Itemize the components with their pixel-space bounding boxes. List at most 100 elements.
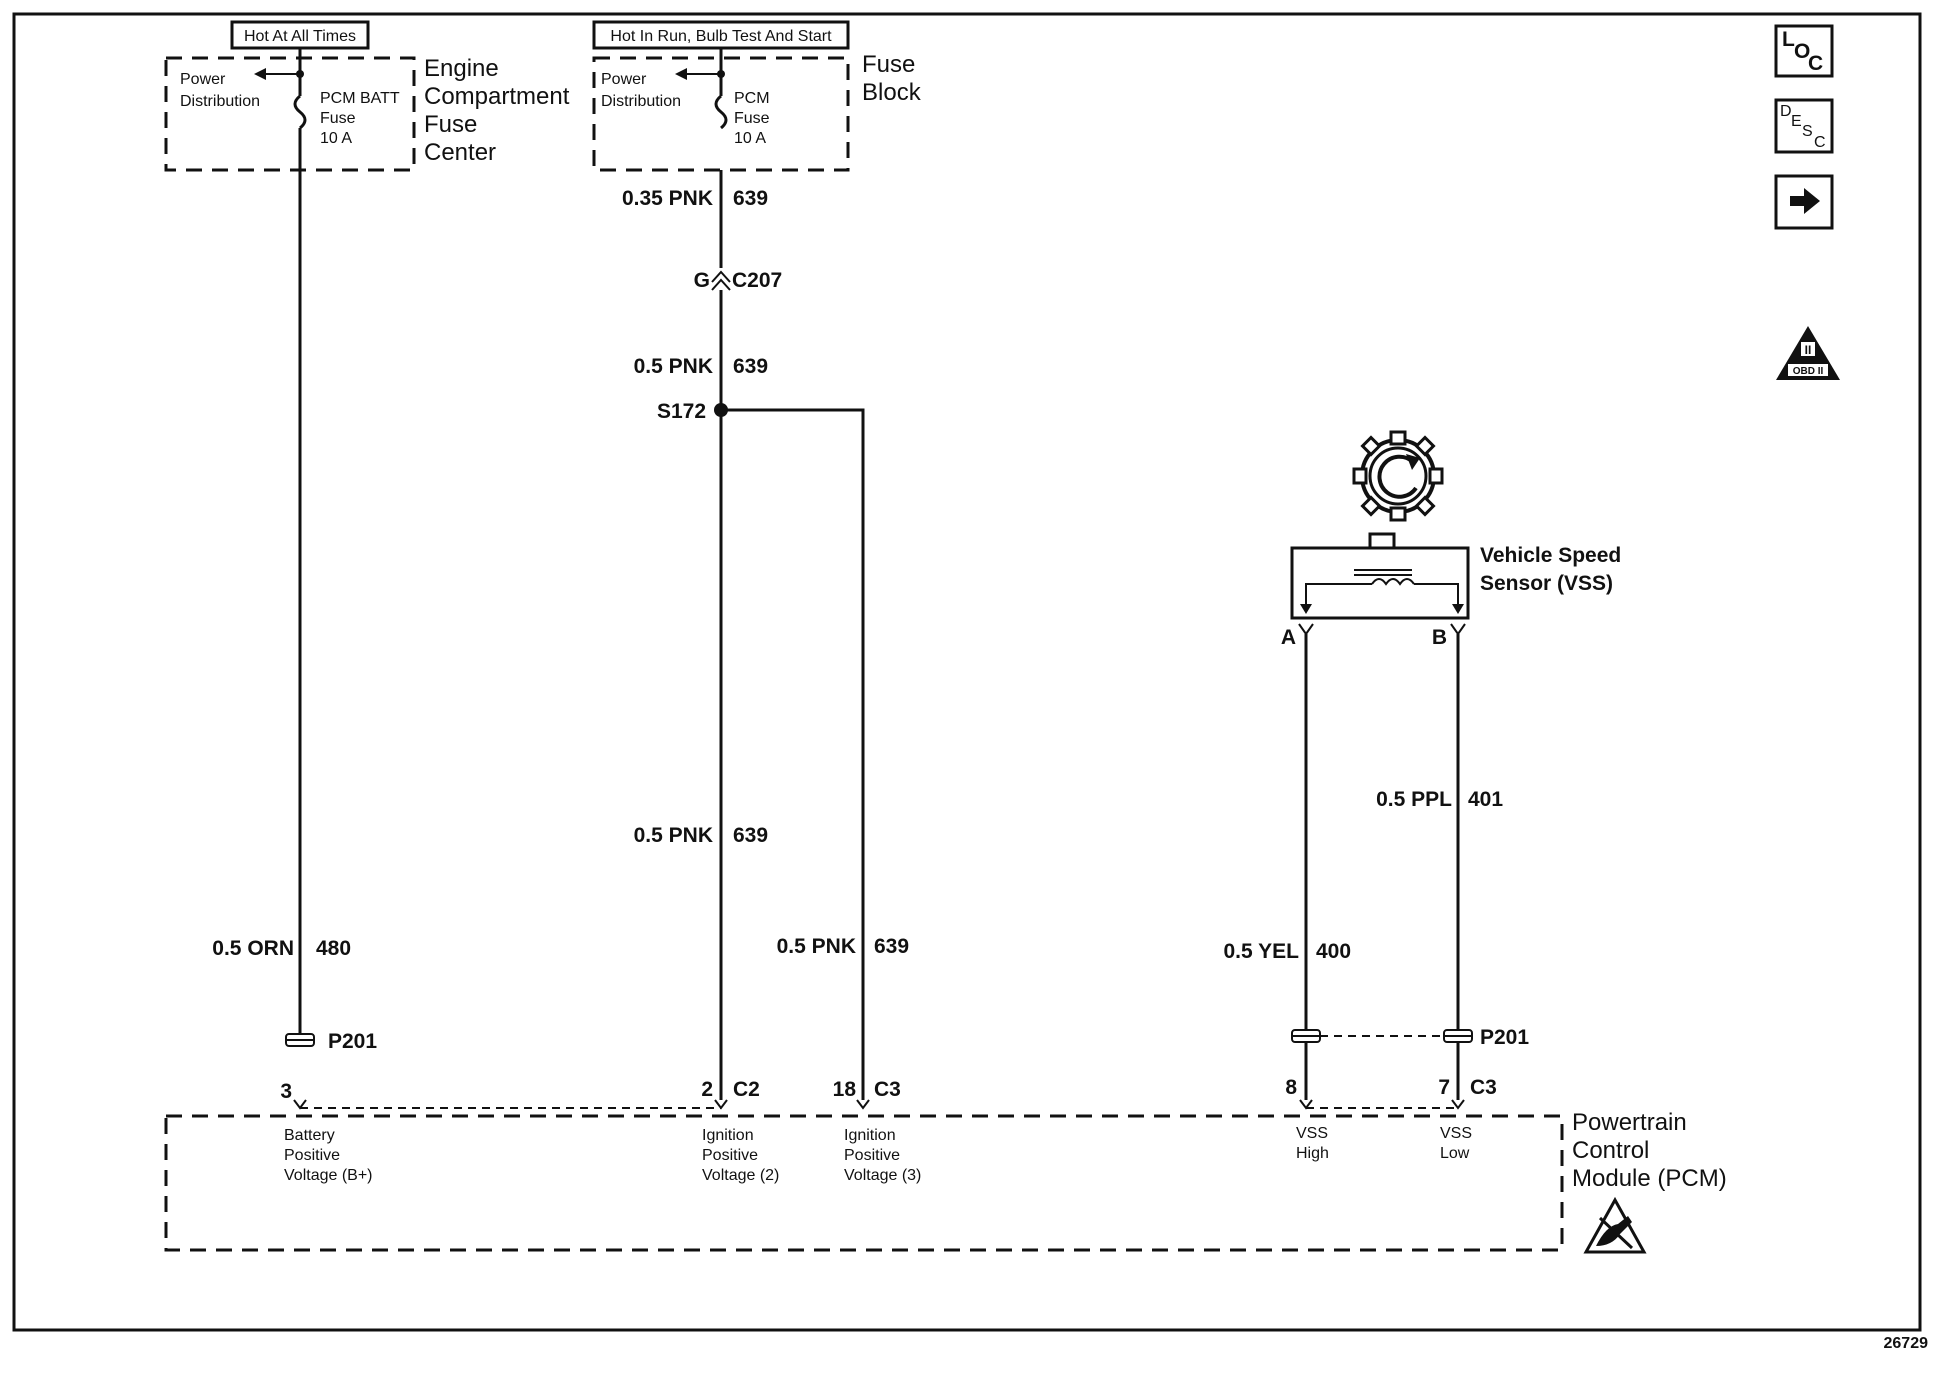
next-button[interactable] <box>1774 174 1834 230</box>
pcm-fuse-icon <box>714 94 728 130</box>
desc-button[interactable]: D E S C <box>1774 98 1834 154</box>
c207-left-label: G <box>694 269 710 292</box>
diagram-frame <box>12 12 1922 1332</box>
engine-fuse-center: Hot At All Times Power Distribution PCM … <box>164 20 570 172</box>
power-distribution-arrow-icon <box>254 68 266 80</box>
desc-button-d: D <box>1780 103 1792 120</box>
pcm-box <box>164 1114 1564 1252</box>
pcm-terminal-battery-2: Positive <box>284 1147 340 1164</box>
wire-639-gauge-c: 0.5 PNK <box>634 824 713 847</box>
vss-pin-b: B <box>1432 626 1447 649</box>
wire-639-circuit-c: 639 <box>733 824 768 847</box>
pin-2-label: 2 <box>701 1078 713 1101</box>
pcm-terminal-ign2-2: Positive <box>702 1147 758 1164</box>
fuse-block-label-2: Block <box>862 79 922 106</box>
wire-639-circuit-b: 639 <box>733 355 768 378</box>
right-arrow-icon <box>1790 188 1820 214</box>
pcm-label-1: Powertrain <box>1572 1109 1687 1136</box>
wire-639-branch-gauge: 0.5 PNK <box>777 935 856 958</box>
pcm-module: Battery Positive Voltage (B+) Ignition P… <box>164 1109 1727 1254</box>
pin-7-conn-label: C3 <box>1470 1076 1497 1099</box>
pcm-terminal-vss-low-1: VSS <box>1440 1125 1472 1142</box>
engine-fuse-center-box <box>164 56 416 172</box>
vss-coil-icon <box>1371 578 1415 586</box>
wire-639-branch <box>721 408 865 1100</box>
pin-18-conn-label: C3 <box>874 1078 901 1101</box>
pcm-terminal-battery-1: Battery <box>284 1127 335 1144</box>
pcm-terminal-vss-high-2: High <box>1296 1145 1329 1162</box>
pcm-pins: 3 2 C2 18 C3 8 7 C3 <box>280 1076 1497 1110</box>
esd-warning-icon <box>1583 1196 1647 1254</box>
wire-480-gauge: 0.5 ORN <box>212 937 294 960</box>
c207-right-label: C207 <box>732 269 782 292</box>
obd-roman-label: II <box>1805 343 1812 357</box>
wire-639-gauge-b: 0.5 PNK <box>634 355 713 378</box>
pcm-fuse-label-1: PCM <box>734 90 770 107</box>
pcm-terminal-ign3-3: Voltage (3) <box>844 1167 921 1184</box>
connector-p201-right: P201 <box>1291 1026 1529 1049</box>
desc-button-c: C <box>1814 134 1826 151</box>
wire-400-gauge: 0.5 YEL <box>1224 940 1300 963</box>
reluctor-wheel-icon <box>1352 430 1444 522</box>
pin-18-label: 18 <box>833 1078 857 1101</box>
hot-at-all-times-label: Hot At All Times <box>244 28 356 45</box>
hot-in-run-label: Hot In Run, Bulb Test And Start <box>610 28 832 45</box>
vss-label-1: Vehicle Speed <box>1480 544 1621 567</box>
power-distribution-arrow-icon-2 <box>675 68 687 80</box>
vss-label-2: Sensor (VSS) <box>1480 572 1613 595</box>
pcm-terminal-battery-3: Voltage (B+) <box>284 1167 373 1184</box>
p201-left-label: P201 <box>328 1030 377 1053</box>
wire-639-circuit-a: 639 <box>733 187 768 210</box>
loc-button[interactable]: L O C <box>1774 24 1834 78</box>
pcm-terminal-vss-high-1: VSS <box>1296 1125 1328 1142</box>
pcm-batt-fuse-label-3: 10 A <box>320 130 352 147</box>
power-distribution-label-3: Power <box>601 71 647 88</box>
fuse-block-box <box>592 56 850 172</box>
fuse-block: Hot In Run, Bulb Test And Start Power Di… <box>592 20 922 172</box>
pcm-batt-fuse-label-2: Fuse <box>320 110 356 127</box>
pcm-terminal-ign2-3: Voltage (2) <box>702 1167 779 1184</box>
power-distribution-label-4: Distribution <box>601 93 681 110</box>
vehicle-speed-sensor: Vehicle Speed Sensor (VSS) A B <box>1281 430 1621 649</box>
pin-3-label: 3 <box>280 1080 292 1103</box>
connector-p201-left: P201 <box>285 1030 377 1053</box>
pcm-batt-fuse-label-1: PCM BATT <box>320 90 400 107</box>
wire-401-circuit: 401 <box>1468 788 1503 811</box>
engine-fuse-center-label-4: Center <box>424 139 496 166</box>
fuse-block-label-1: Fuse <box>862 51 915 78</box>
pcm-terminal-ign2-1: Ignition <box>702 1127 754 1144</box>
pcm-fuse-label-2: Fuse <box>734 110 770 127</box>
engine-fuse-center-label-3: Fuse <box>424 111 477 138</box>
rotation-arrow-icon <box>1406 454 1420 470</box>
pin-8-label: 8 <box>1285 1076 1297 1099</box>
p201-right-label: P201 <box>1480 1026 1529 1049</box>
wire-639-branch-circuit: 639 <box>874 935 909 958</box>
figure-number: 26729 <box>1884 1335 1929 1352</box>
wire-639-gauge-a: 0.35 PNK <box>622 187 713 210</box>
pcm-terminal-vss-low-2: Low <box>1440 1145 1470 1162</box>
pcm-batt-fuse-icon <box>293 94 307 130</box>
obd-ii-icon: II OBD II <box>1776 326 1840 380</box>
desc-button-s: S <box>1802 123 1813 140</box>
pin-2-conn-label: C2 <box>733 1078 760 1101</box>
loc-button-c: C <box>1808 52 1823 75</box>
splice-s172-label: S172 <box>657 400 706 423</box>
vss-pin-a: A <box>1281 626 1296 649</box>
loc-button-l: L <box>1782 28 1795 51</box>
wire-401-gauge: 0.5 PPL <box>1376 788 1452 811</box>
pcm-terminal-ign3-2: Positive <box>844 1147 900 1164</box>
wire-400-circuit: 400 <box>1316 940 1351 963</box>
pcm-terminal-ign3-1: Ignition <box>844 1127 896 1144</box>
obd-ii-label: OBD II <box>1793 366 1824 377</box>
wire-480-circuit: 480 <box>316 937 351 960</box>
engine-fuse-center-label-2: Compartment <box>424 83 570 110</box>
pcm-label-2: Control <box>1572 1137 1649 1164</box>
pin-7-label: 7 <box>1438 1076 1450 1099</box>
desc-button-e: E <box>1791 113 1802 130</box>
engine-fuse-center-label-1: Engine <box>424 55 499 82</box>
pcm-label-3: Module (PCM) <box>1572 1165 1727 1192</box>
power-distribution-label-2: Distribution <box>180 93 260 110</box>
loc-button-o: O <box>1794 40 1810 63</box>
pcm-fuse-label-3: 10 A <box>734 130 766 147</box>
